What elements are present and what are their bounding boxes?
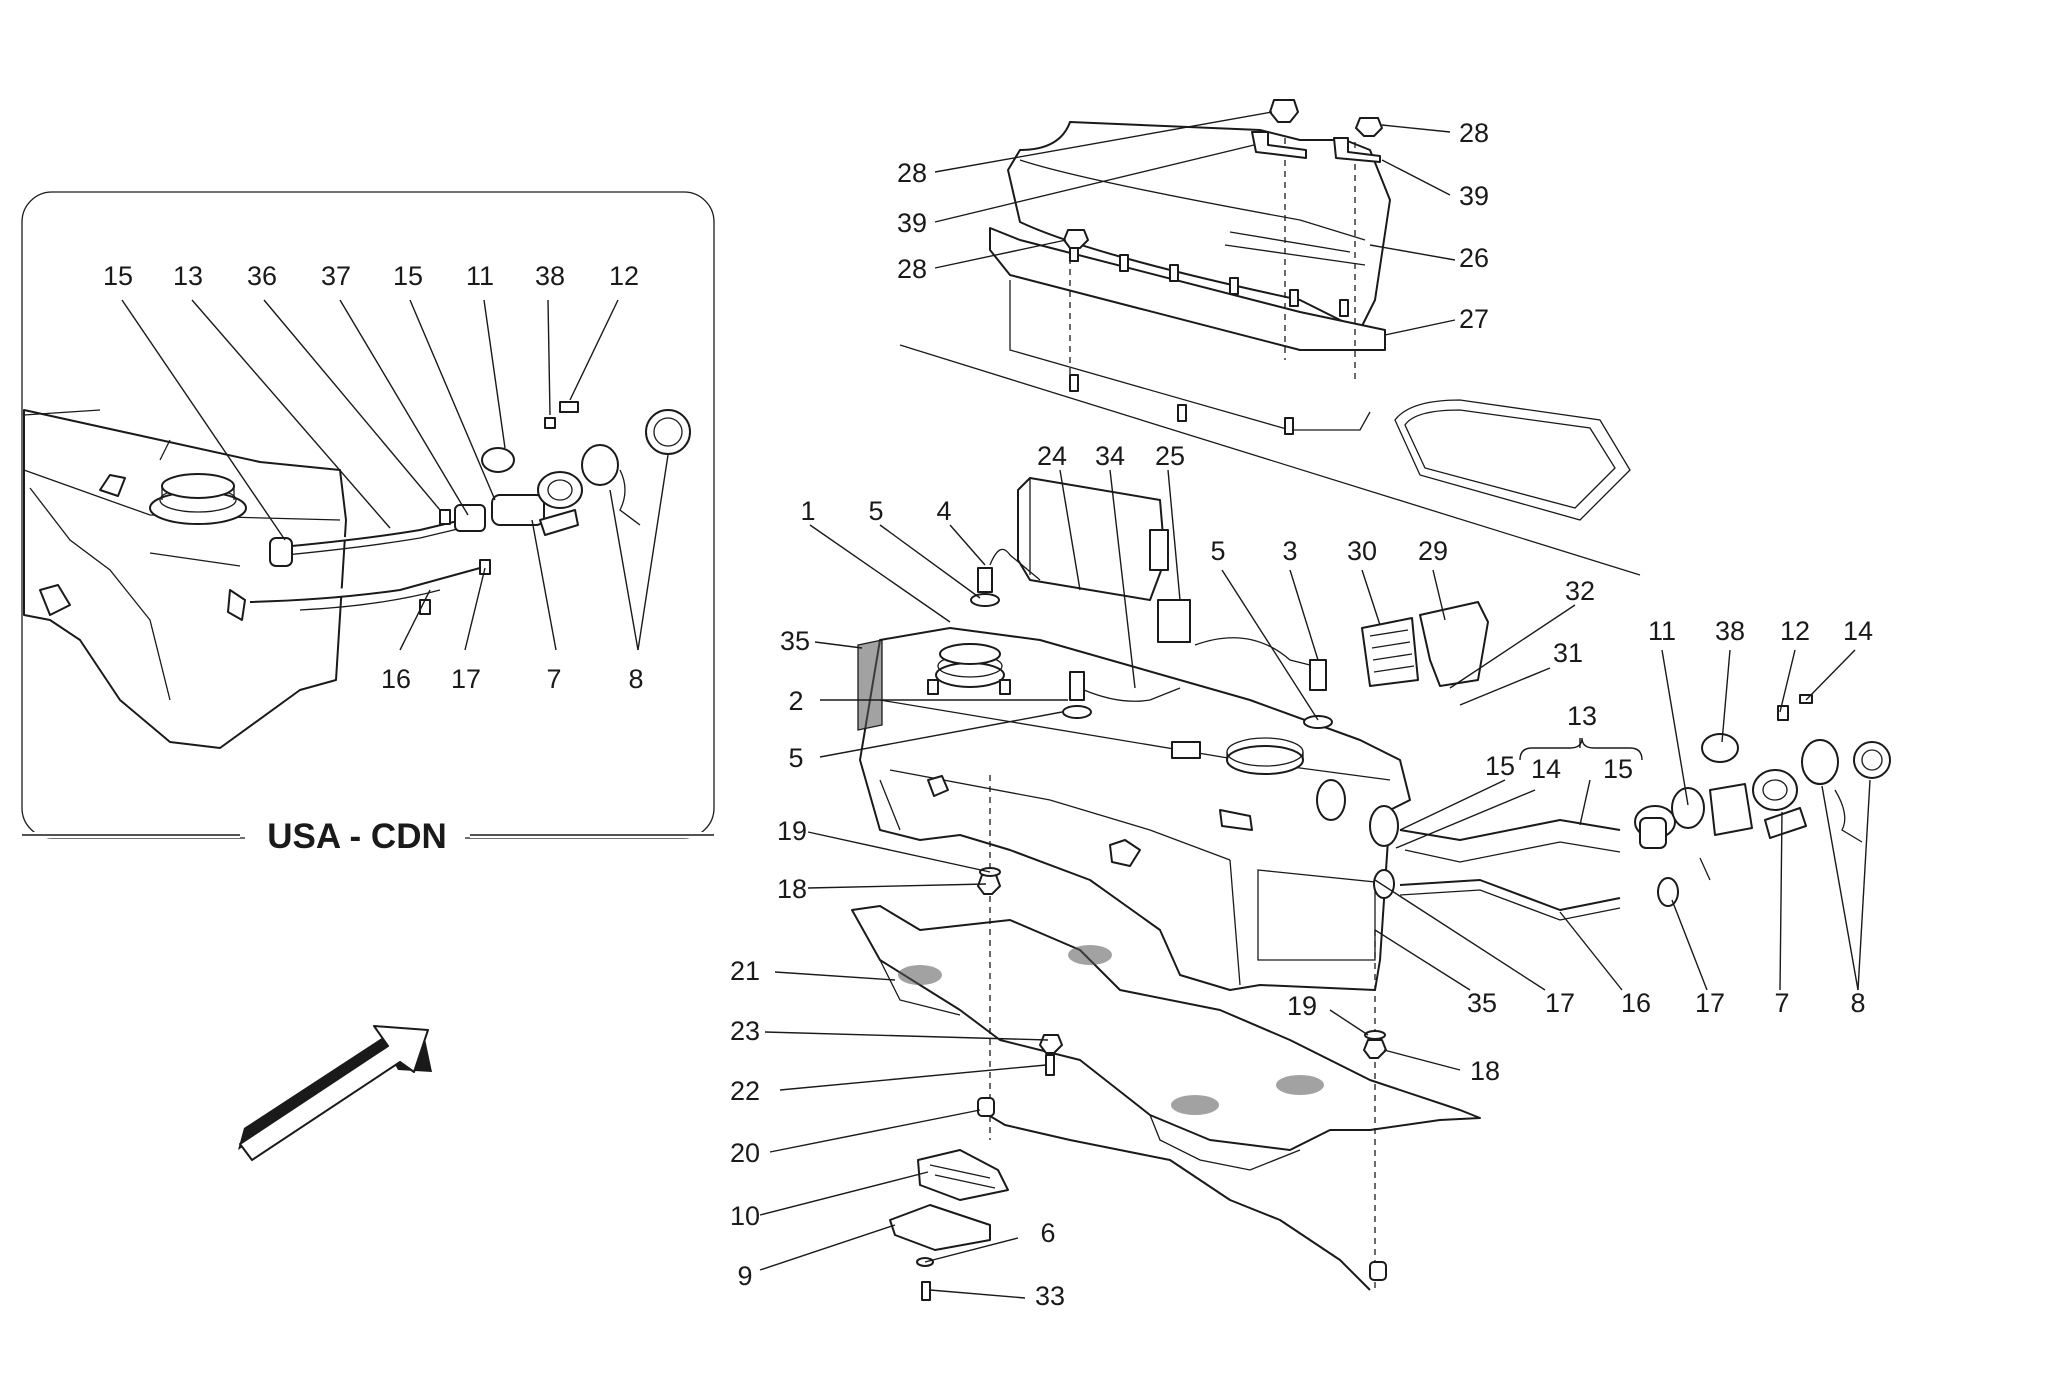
- callout-37: 37: [321, 261, 351, 291]
- callout-19: 19: [1287, 991, 1317, 1021]
- callout-11: 11: [466, 261, 494, 291]
- callout-11: 38: [1715, 616, 1745, 646]
- callout-24: 24: [1037, 441, 1067, 471]
- callout-20: 20: [730, 1138, 760, 1168]
- callout-8: 8: [628, 664, 643, 694]
- inset-tank: [23, 409, 347, 749]
- callout-30: 30: [1347, 536, 1377, 566]
- inset-panel: USA - CDN: [21, 191, 715, 858]
- callout-28: 28: [897, 254, 927, 284]
- callout-5: 5: [1210, 536, 1225, 566]
- callout-29: 29: [1418, 536, 1448, 566]
- control-box: [1017, 477, 1169, 601]
- callout-5: 5: [788, 743, 803, 773]
- callout-28: 28: [1459, 118, 1489, 148]
- callout-4: 4: [936, 496, 951, 526]
- callout-7: 7: [546, 664, 561, 694]
- callout-2: 2: [788, 686, 803, 716]
- callout-3: 3: [1282, 536, 1297, 566]
- callout-13: 13: [173, 261, 203, 291]
- callout-15: 11: [1648, 616, 1676, 646]
- pipe-and-bracket: [889, 1097, 1387, 1301]
- heat-shield: [851, 775, 1481, 1290]
- callout-18: 18: [1470, 1056, 1500, 1086]
- callout-33: 33: [1035, 1281, 1065, 1311]
- callout-14: 15: [1603, 754, 1633, 784]
- callout-34: 34: [1095, 441, 1125, 471]
- shields-29-30: [1361, 601, 1489, 687]
- callout-1: 1: [800, 496, 815, 526]
- callout-8: 8: [1850, 988, 1865, 1018]
- callout-28: 28: [897, 158, 927, 188]
- callout-14: 14: [1531, 754, 1561, 784]
- callout-5: 5: [868, 496, 883, 526]
- callout-9: 9: [737, 1261, 752, 1291]
- main-callouts: 28 39 28 28 39 26 27 24 34 25 1 5 4 5 3 …: [730, 118, 1873, 1311]
- callout-12: 14: [1843, 616, 1873, 646]
- callout-22: 22: [730, 1076, 760, 1106]
- callout-26: 26: [1459, 243, 1489, 273]
- tank-cover: [989, 99, 1631, 521]
- callout-17: 17: [1695, 988, 1725, 1018]
- inset-leaders: [121, 299, 669, 651]
- fuel-tank: [857, 548, 1411, 991]
- callout-31: 31: [1553, 638, 1583, 668]
- callout-12: 12: [609, 261, 639, 291]
- callout-13: 13: [1567, 701, 1597, 731]
- callout-38: 38: [535, 261, 565, 291]
- callout-15: 15: [1485, 751, 1515, 781]
- callout-16: 16: [381, 664, 411, 694]
- callout-19: 19: [777, 816, 807, 846]
- callout-27: 27: [1459, 304, 1489, 334]
- callout-35: 35: [780, 626, 810, 656]
- callout-35: 35: [1467, 988, 1497, 1018]
- callout-7: 7: [1774, 988, 1789, 1018]
- callout-17: 17: [451, 664, 481, 694]
- callout-17: 17: [1545, 988, 1575, 1018]
- callout-21: 21: [730, 956, 760, 986]
- callout-15: 15: [103, 261, 133, 291]
- callout-39: 39: [897, 208, 927, 238]
- callout-38: 12: [1780, 616, 1810, 646]
- inset-caption: USA - CDN: [267, 817, 447, 856]
- callout-25: 25: [1155, 441, 1185, 471]
- filler-assembly: [1316, 694, 1891, 921]
- inset-filler: [249, 401, 691, 615]
- callout-39: 39: [1459, 181, 1489, 211]
- inset-callouts: 15 13 36 37 15 11 38 12 16 17 7 8: [103, 261, 644, 694]
- main-leaders: [759, 111, 1871, 1299]
- callout-15: 15: [393, 261, 423, 291]
- callout-23: 23: [730, 1016, 760, 1046]
- callout-18: 18: [777, 874, 807, 904]
- arrow-icon: [238, 1025, 432, 1161]
- callout-16: 16: [1621, 988, 1651, 1018]
- callout-6: 6: [1040, 1218, 1055, 1248]
- callout-32: 32: [1565, 576, 1595, 606]
- callout-10: 10: [730, 1201, 760, 1231]
- callout-36: 36: [247, 261, 277, 291]
